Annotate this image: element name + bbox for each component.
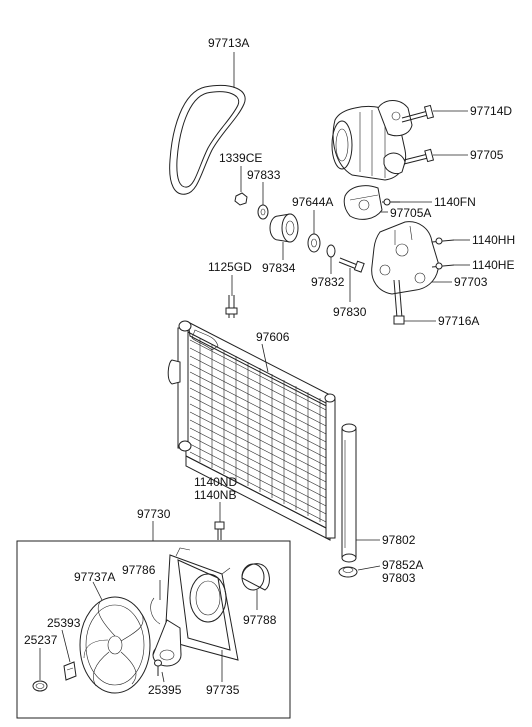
label-97644A: 97644A bbox=[292, 195, 333, 209]
label-97705: 97705 bbox=[470, 148, 504, 162]
clip-25393[interactable] bbox=[63, 661, 77, 681]
bracket-97705A[interactable] bbox=[343, 185, 383, 220]
label-97788: 97788 bbox=[243, 613, 277, 627]
label-97737A: 97737A bbox=[74, 570, 115, 584]
label-97852A: 97852A bbox=[382, 558, 423, 572]
label-97832: 97832 bbox=[311, 275, 345, 289]
label-97786: 97786 bbox=[122, 563, 156, 577]
bolt-97716A[interactable] bbox=[393, 279, 405, 325]
receiver-drier-97802[interactable] bbox=[341, 423, 357, 563]
drive-belt[interactable] bbox=[169, 85, 246, 195]
label-97606: 97606 bbox=[256, 330, 290, 344]
label-25393: 25393 bbox=[47, 616, 81, 630]
compressor[interactable] bbox=[331, 100, 413, 181]
cooling-fan-97737A[interactable] bbox=[79, 596, 151, 694]
fan-shroud-97735[interactable] bbox=[164, 547, 239, 661]
label-97713A: 97713A bbox=[208, 36, 249, 50]
cap-97852A[interactable] bbox=[338, 566, 358, 578]
bolt-1125GD[interactable] bbox=[225, 295, 238, 318]
washer-97833[interactable] bbox=[257, 204, 269, 220]
label-97703: 97703 bbox=[454, 275, 488, 289]
label-1125GD: 1125GD bbox=[208, 260, 252, 274]
label-1140HH: 1140HH bbox=[472, 233, 515, 247]
leader-25395 bbox=[161, 671, 165, 683]
label-97705A: 97705A bbox=[390, 206, 431, 220]
label-97834: 97834 bbox=[262, 261, 296, 275]
label-97730: 97730 bbox=[137, 507, 171, 521]
label-97802: 97802 bbox=[382, 533, 416, 547]
leader-97606 bbox=[261, 343, 269, 373]
label-97714D: 97714D bbox=[470, 104, 512, 118]
leader-97852A bbox=[357, 565, 381, 571]
label-97716A: 97716A bbox=[438, 314, 479, 328]
label-25237: 25237 bbox=[24, 633, 58, 647]
label-1140HE: 1140HE bbox=[472, 258, 514, 272]
bolt-1140HE[interactable] bbox=[431, 262, 455, 270]
label-97830: 97830 bbox=[333, 305, 367, 319]
washer-97644A[interactable] bbox=[307, 233, 321, 253]
bolt-1140FN[interactable] bbox=[382, 198, 400, 206]
bolt-97705[interactable] bbox=[403, 148, 435, 165]
label-1140NB: 1140NB bbox=[194, 488, 236, 502]
bolt-1140ND[interactable] bbox=[214, 521, 225, 540]
label-25395: 25395 bbox=[148, 683, 182, 697]
washer-97832[interactable] bbox=[326, 244, 336, 258]
leader-25393 bbox=[61, 629, 71, 663]
label-1140FN: 1140FN bbox=[434, 195, 476, 209]
ring-25237[interactable] bbox=[32, 680, 48, 692]
nut-1339CE[interactable] bbox=[234, 192, 248, 206]
label-97735: 97735 bbox=[206, 683, 240, 697]
leader-97737A bbox=[92, 581, 103, 601]
cap-97788[interactable] bbox=[241, 563, 270, 591]
bolt-97714D[interactable] bbox=[401, 104, 435, 123]
pulley-97834[interactable] bbox=[269, 213, 299, 243]
bracket-97703[interactable] bbox=[371, 221, 439, 295]
screw-25395[interactable] bbox=[154, 659, 162, 676]
label-97803: 97803 bbox=[382, 571, 416, 585]
label-1140ND: 1140ND bbox=[194, 475, 237, 489]
stud-97830[interactable] bbox=[338, 257, 365, 273]
bolt-1140HH[interactable] bbox=[431, 237, 455, 245]
condenser-fins bbox=[189, 338, 331, 525]
condenser-97606[interactable] bbox=[167, 320, 336, 541]
fan-assembly-frame bbox=[16, 540, 291, 719]
label-97833: 97833 bbox=[247, 168, 281, 182]
label-1339CE: 1339CE bbox=[219, 151, 262, 165]
